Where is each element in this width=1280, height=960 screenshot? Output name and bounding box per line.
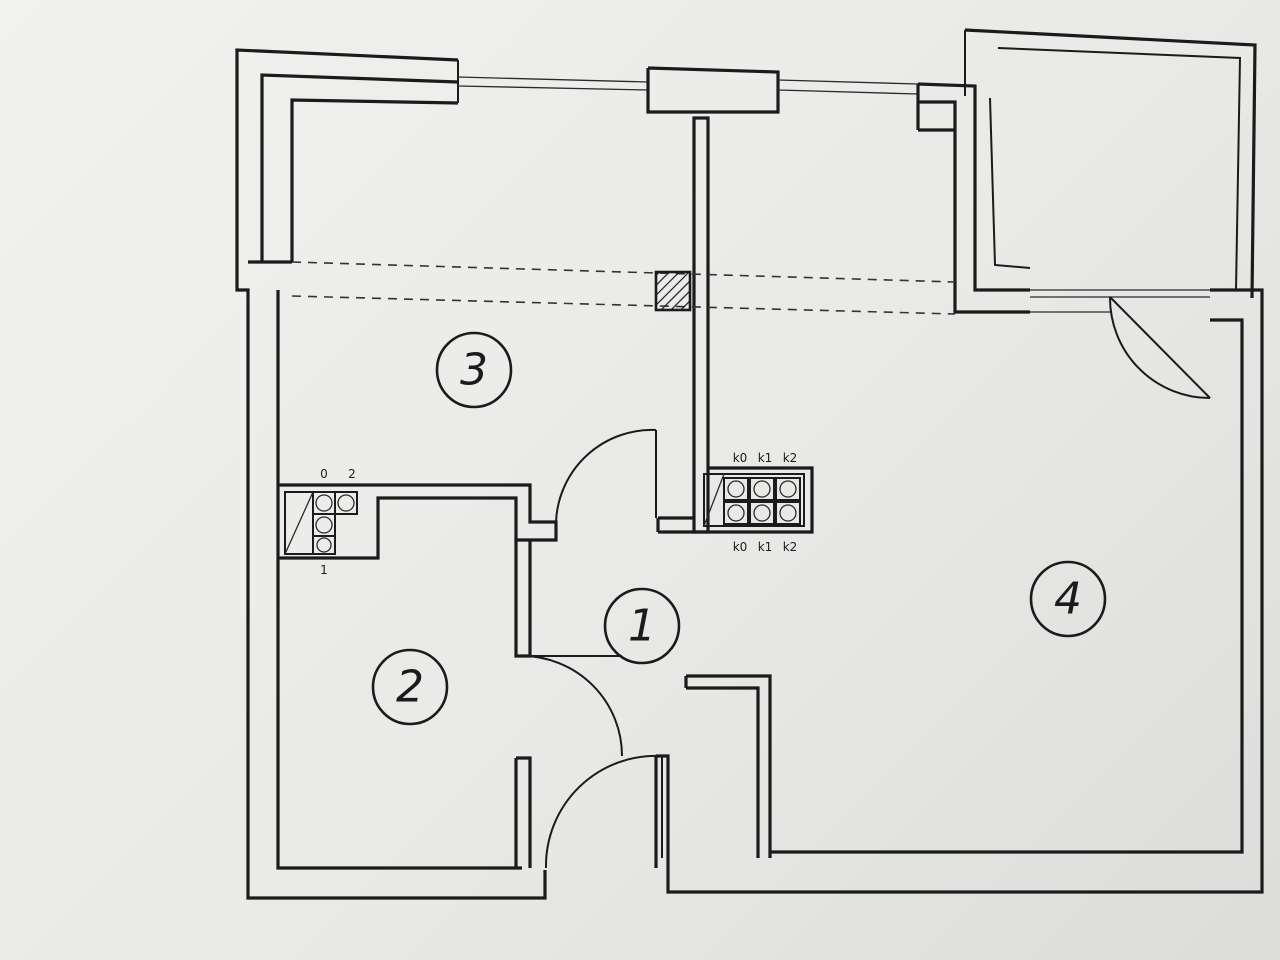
svg-text:2: 2: [396, 662, 424, 713]
vent-label-bottom-k0: k0: [733, 540, 748, 554]
door-entry: [544, 754, 663, 869]
svg-text:3: 3: [460, 345, 488, 396]
vent-label-bottom-k2: k2: [783, 540, 798, 554]
column-hatch: [654, 270, 692, 312]
door-room3: [555, 428, 657, 523]
fixture-label-bottom: 1: [320, 563, 328, 577]
vent-label-top-k2: k2: [783, 451, 798, 465]
door-bathroom: [521, 655, 623, 757]
svg-text:4: 4: [1054, 574, 1082, 625]
vent-label-bottom-k1: k1: [758, 540, 773, 554]
kitchen-vents: k0 k1 k2 k0 k1 k2: [703, 451, 805, 554]
room-label-2: 2: [371, 648, 449, 726]
room-label-4: 4: [1029, 560, 1107, 638]
outer-walls: [235, 48, 1264, 900]
room-label-1: 1: [603, 587, 681, 665]
fixture-label-top-left: 0: [320, 467, 328, 481]
vent-label-top-k0: k0: [733, 451, 748, 465]
vent-label-top-k1: k1: [758, 451, 773, 465]
interior-walls: [278, 116, 814, 868]
balcony: [964, 28, 1257, 299]
door-balcony: [1108, 296, 1211, 399]
room-label-3: 3: [435, 331, 513, 409]
svg-text:1: 1: [628, 601, 656, 652]
fixture-label-top-right: 2: [348, 467, 356, 481]
beam-lines: [291, 261, 956, 315]
bathroom-fixtures: 0 2 1: [284, 467, 358, 577]
